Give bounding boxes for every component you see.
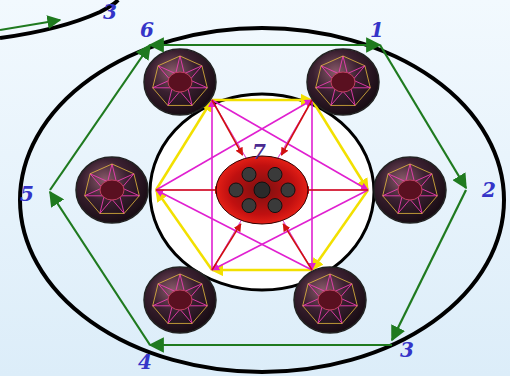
orb-ring-line — [202, 284, 207, 306]
orb-ring-line — [316, 66, 321, 88]
orb-ring-line — [153, 306, 168, 324]
orb-ring-line — [303, 306, 318, 324]
orb-ring-line — [318, 323, 342, 324]
core-ball — [268, 167, 282, 181]
orb-ring-line — [168, 105, 192, 106]
core-ball — [242, 167, 256, 181]
red-arrow — [212, 224, 241, 270]
orb-ring-line — [158, 56, 180, 66]
orb-ring-line — [355, 88, 370, 106]
yellow-hex-line — [212, 99, 312, 102]
orb-ring-line — [85, 174, 90, 196]
orb-sphere — [374, 157, 446, 223]
callout-number: 5 — [20, 184, 34, 204]
orb-ring-line — [153, 284, 158, 306]
orb-ring-line — [134, 174, 139, 196]
orb-ring-line — [124, 196, 139, 214]
red-arrow — [283, 224, 312, 270]
orb-ring-line — [180, 274, 202, 284]
orb-star-line — [158, 284, 192, 324]
orb-ring-line — [383, 196, 398, 214]
orb-core — [100, 180, 124, 200]
yellow-hex-line — [312, 190, 368, 270]
orb-star-line — [321, 66, 355, 106]
orb-star-line — [318, 284, 352, 324]
orb-sphere — [144, 267, 216, 333]
orb-ring-line — [158, 274, 180, 284]
core-ball — [281, 183, 295, 197]
red-arrow — [156, 189, 222, 191]
orb-ring-line — [168, 323, 192, 324]
orb-ring-line — [90, 164, 112, 174]
callout-number: 1 — [370, 20, 384, 40]
orb-core — [318, 290, 342, 310]
orb-star-line — [158, 66, 192, 106]
orb-ring-line — [112, 164, 134, 174]
orb-ring-line — [365, 66, 370, 88]
orb-star-line — [398, 174, 432, 214]
orb-star-line — [168, 66, 202, 106]
orb-sphere — [144, 49, 216, 115]
core-ball — [229, 183, 243, 197]
orb-ring-line — [330, 274, 352, 284]
magenta-star-line — [211, 100, 213, 270]
orb-ring-line — [343, 56, 365, 66]
orb-ring-line — [192, 306, 207, 324]
orb-star-line — [168, 284, 202, 324]
orb-ring-line — [153, 66, 158, 88]
orb-ring-line — [398, 213, 422, 214]
orb-star-line — [100, 174, 134, 214]
orb-star-line — [388, 174, 422, 214]
orb-star-line — [90, 174, 124, 214]
orb-ring-line — [410, 164, 432, 174]
orb-star-line — [331, 66, 365, 106]
core-ball — [268, 199, 282, 213]
callout-number: 7 — [252, 142, 266, 162]
orb-sphere — [294, 267, 366, 333]
orb-core — [168, 72, 192, 92]
orb-core — [398, 180, 422, 200]
core-ball — [254, 182, 270, 198]
orb-sphere — [76, 157, 148, 223]
orb-ring-line — [383, 174, 388, 196]
red-arrow — [302, 189, 368, 191]
magenta-diagonal — [212, 100, 312, 270]
orb-sphere — [307, 49, 379, 115]
orb-ring-line — [321, 56, 343, 66]
orb-ring-line — [388, 164, 410, 174]
orb-ring-line — [192, 88, 207, 106]
orb-ring-line — [342, 306, 357, 324]
orb-star-line — [308, 284, 342, 324]
orb-ring-line — [308, 274, 330, 284]
orb-core — [331, 72, 355, 92]
callout-number: 6 — [140, 20, 154, 40]
orb-ring-line — [202, 66, 207, 88]
orb-ring-line — [303, 284, 308, 306]
callout-number: 3 — [103, 2, 117, 22]
core-ball — [242, 199, 256, 213]
orb-ring-line — [316, 88, 331, 106]
red-arrow — [212, 100, 243, 155]
magenta-star-line — [311, 100, 313, 270]
orb-core — [168, 290, 192, 310]
orb-ring-line — [422, 196, 437, 214]
orb-ring-line — [153, 88, 168, 106]
orb-ring-line — [85, 196, 100, 214]
orb-ring-line — [100, 213, 124, 214]
callout-number: 4 — [138, 352, 152, 372]
callout-number: 3 — [400, 340, 414, 360]
orb-ring-line — [352, 284, 357, 306]
orb-ring-line — [432, 174, 437, 196]
yellow-hex-line — [212, 269, 312, 272]
red-arrow — [281, 100, 312, 155]
orb-ring-line — [180, 56, 202, 66]
yellow-hex-line — [156, 190, 212, 270]
callout-number: 2 — [482, 180, 496, 200]
orb-ring-line — [331, 105, 355, 106]
magenta-diagonal — [212, 100, 312, 270]
